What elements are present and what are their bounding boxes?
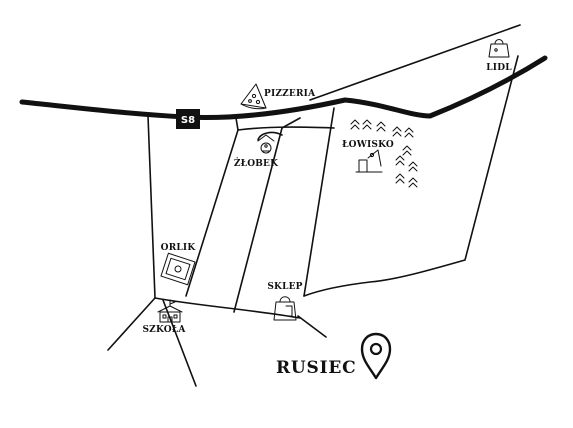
szkola-label: SZKOŁA xyxy=(142,325,186,335)
village-title: RUSIEC xyxy=(276,358,356,378)
location-pin-icon xyxy=(360,332,392,380)
shopping-bag-icon xyxy=(273,296,297,321)
sklep-label: SKLEP xyxy=(267,282,302,292)
s8-expressway xyxy=(19,55,548,121)
shopping-bag-icon xyxy=(488,39,510,58)
place-sklep[interactable]: SKLEP xyxy=(267,282,302,321)
lidl-label: LIDL xyxy=(486,63,512,73)
lowisko-label: ŁOWISKO xyxy=(342,140,394,150)
forest xyxy=(350,119,418,188)
place-zlobek[interactable]: ŻŁOBEK xyxy=(234,134,279,169)
football-pitch-icon xyxy=(160,252,196,286)
nursery-baby-icon xyxy=(257,134,275,154)
road-shield-s8: S8 xyxy=(176,109,200,129)
zlobek-label: ŻŁOBEK xyxy=(234,156,279,169)
place-lowisko[interactable]: ŁOWISKO xyxy=(342,140,394,173)
place-szkola[interactable]: SZKOŁA xyxy=(142,299,186,335)
pizzeria-label: PIZZERIA xyxy=(264,89,316,99)
fishing-angler-icon xyxy=(355,149,383,173)
place-lidl[interactable]: LIDL xyxy=(486,39,512,74)
place-pizzeria[interactable]: PIZZERIA xyxy=(240,83,316,110)
tree-icon xyxy=(350,119,418,188)
local-roads xyxy=(107,24,521,387)
school-building-icon xyxy=(157,299,183,323)
place-orlik[interactable]: ORLIK xyxy=(160,243,197,286)
orlik-label: ORLIK xyxy=(161,243,197,253)
pizza-slice-icon xyxy=(240,83,267,110)
road-shield-label: S8 xyxy=(181,115,195,126)
